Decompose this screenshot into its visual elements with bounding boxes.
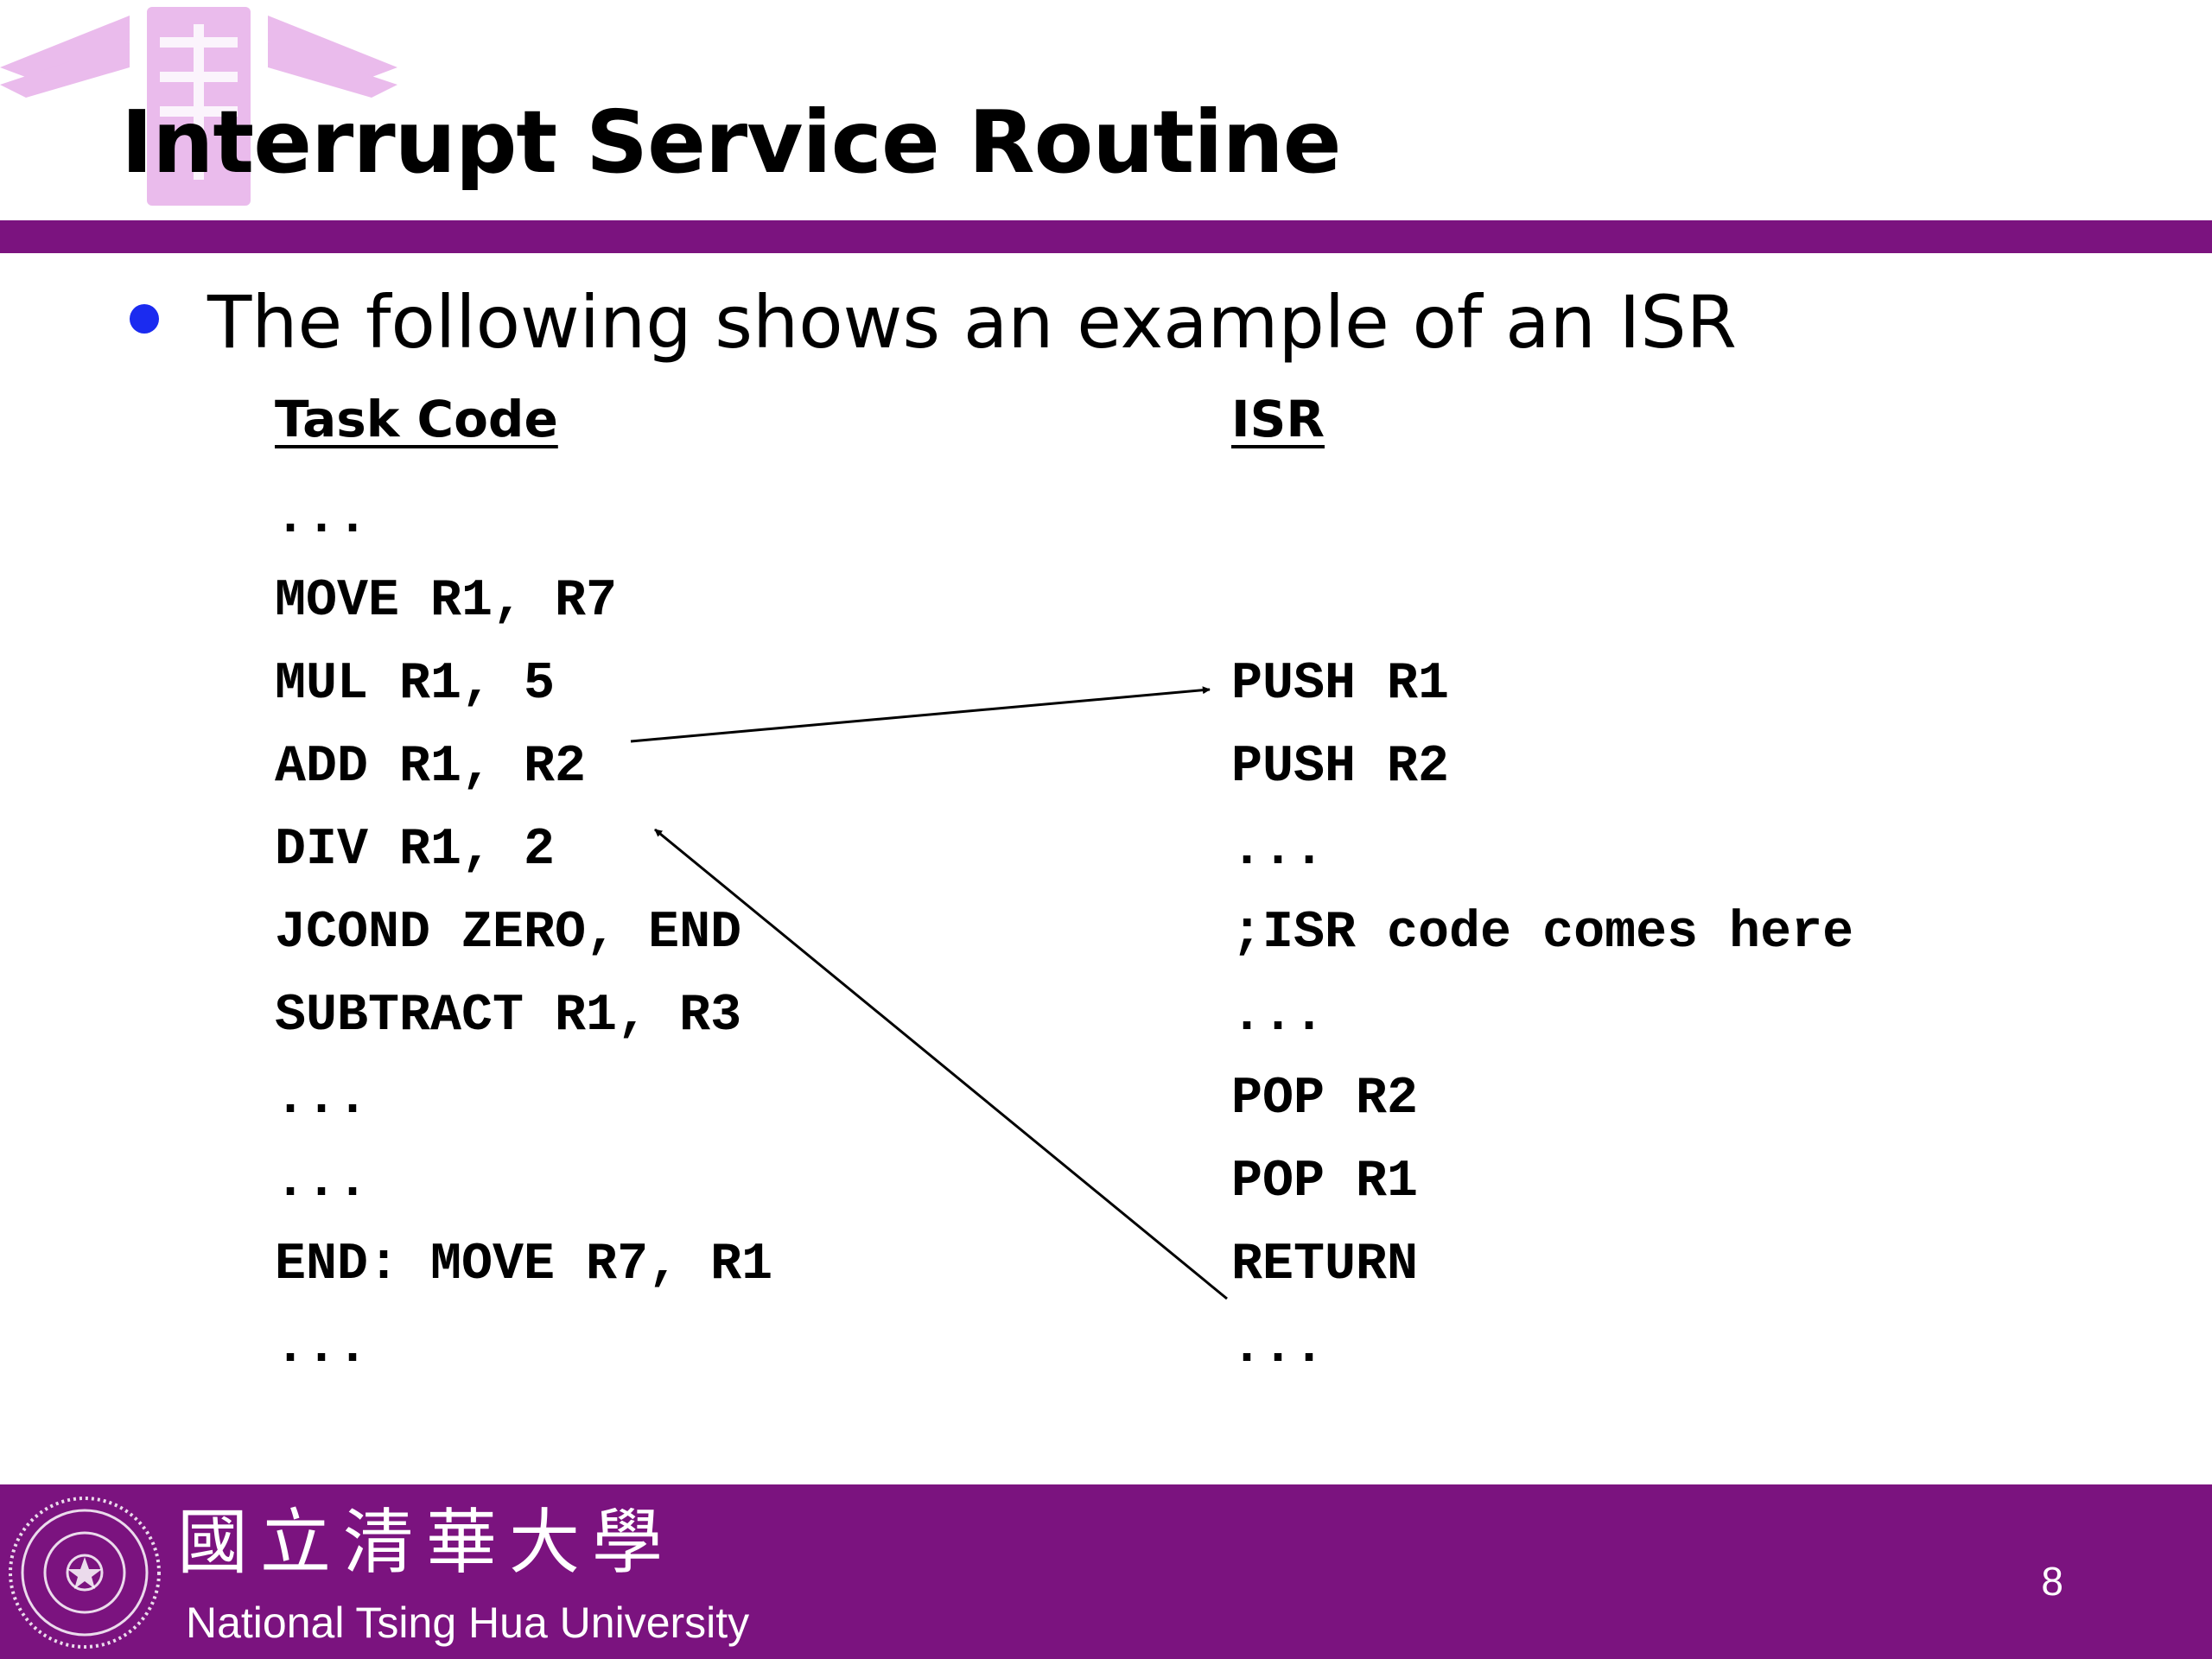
task-code-line: JCOND ZERO, END — [275, 904, 742, 963]
isr-line: RETURN — [1231, 1236, 1419, 1294]
task-code-line: ... — [275, 489, 369, 548]
task-code-line: SUBTRACT R1, R3 — [275, 987, 742, 1046]
task-code-line: MOVE R1, R7 — [275, 572, 618, 631]
university-name-english: National Tsing Hua University — [186, 1599, 750, 1647]
isr-line: ... — [1231, 821, 1325, 880]
isr-line: PUSH R1 — [1231, 655, 1450, 714]
task-code-listing: ... MOVE R1, R7 MUL R1, 5 ADD R1, R2 DIV… — [275, 477, 772, 1389]
isr-line — [1231, 477, 1853, 560]
task-code-line: END: MOVE R7, R1 — [275, 1236, 773, 1294]
page-number: 8 — [2041, 1559, 2063, 1604]
isr-line: PUSH R2 — [1231, 738, 1450, 797]
isr-line: POP R2 — [1231, 1070, 1419, 1128]
isr-line: ;ISR code comes here — [1231, 904, 1854, 963]
task-code-line: MUL R1, 5 — [275, 655, 556, 714]
task-code-line: ... — [275, 1153, 369, 1211]
isr-line: ... — [1231, 1319, 1325, 1377]
isr-line: POP R1 — [1231, 1153, 1419, 1211]
isr-line: ... — [1231, 987, 1325, 1046]
bullet-marker — [130, 304, 159, 334]
isr-line — [1231, 560, 1853, 643]
isr-listing: PUSH R1 PUSH R2 ... ;ISR code comes here… — [1231, 477, 1853, 1389]
university-name-chinese: 國立清華大學 — [177, 1502, 676, 1584]
task-code-line: DIV R1, 2 — [275, 821, 556, 880]
task-code-heading: Task Code — [275, 390, 558, 448]
nthu-seal-icon — [9, 1497, 161, 1649]
task-code-line: ADD R1, R2 — [275, 738, 587, 797]
footer-bar — [0, 1484, 2212, 1659]
isr-heading: ISR — [1231, 390, 1325, 448]
slide-title: Interrupt Service Routine — [121, 92, 1342, 193]
bullet-text: The following shows an example of an ISR — [207, 280, 1738, 365]
task-code-line: ... — [275, 1070, 369, 1128]
title-divider-bar — [0, 220, 2212, 253]
nthu-logo-watermark — [0, 7, 397, 206]
task-code-line: ... — [275, 1319, 369, 1377]
